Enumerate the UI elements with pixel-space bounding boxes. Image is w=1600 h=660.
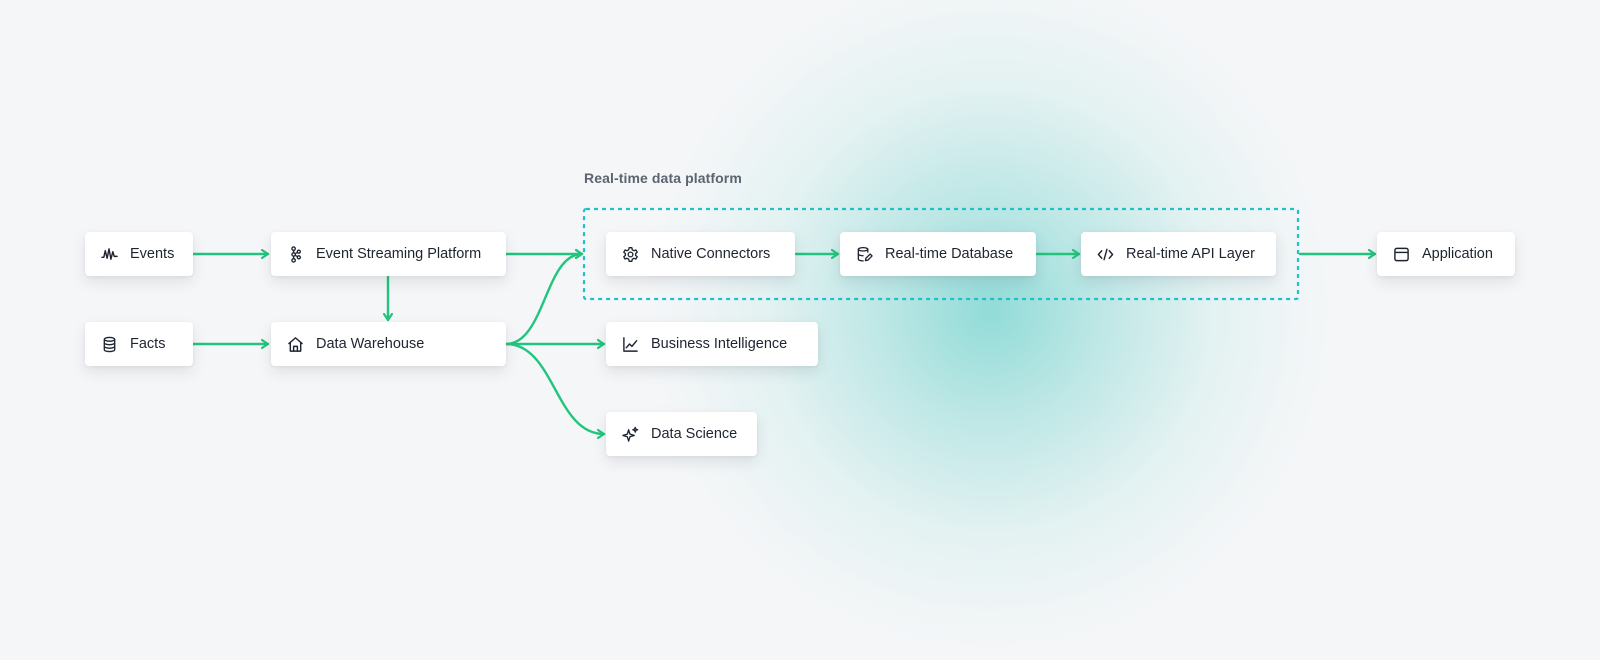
database-icon [101,336,118,353]
node-native-connectors[interactable]: Native Connectors [606,232,795,276]
realtime-platform-box [582,207,1300,301]
node-application[interactable]: Application [1377,232,1515,276]
node-facts[interactable]: Facts [85,322,193,366]
node-label: Real-time API Layer [1126,246,1255,262]
node-data-science[interactable]: Data Science [606,412,757,456]
node-label: Native Connectors [651,246,771,262]
waveform-icon [101,246,118,263]
platform-title: Real-time data platform [584,170,742,186]
window-icon [1393,246,1410,263]
code-icon [1097,246,1114,263]
node-label: Data Warehouse [316,336,425,352]
node-business-intelligence[interactable]: Business Intelligence [606,322,818,366]
diagram-edges [191,207,1377,627]
node-label: Data Science [651,426,738,442]
node-label: Events [130,246,175,262]
node-event-streaming-platform[interactable]: Event Streaming Platform [271,232,506,276]
node-label: Business Intelligence [651,336,788,352]
house-icon [287,336,304,353]
gear-icon [622,246,639,263]
edge-warehouse-to-ds [504,342,606,434]
sparkles-icon [622,426,639,443]
node-realtime-database[interactable]: Real-time Database [840,232,1036,276]
edge-warehouse-to-platform [504,254,584,346]
streaming-nodes-icon [287,245,304,263]
node-label: Application [1422,246,1493,262]
node-realtime-api-layer[interactable]: Real-time API Layer [1081,232,1276,276]
node-label: Facts [130,336,166,352]
node-events[interactable]: Events [85,232,193,276]
line-chart-icon [622,336,639,353]
database-edit-icon [856,246,873,263]
node-label: Event Streaming Platform [316,246,482,262]
node-data-warehouse[interactable]: Data Warehouse [271,322,506,366]
node-label: Real-time Database [885,246,1014,262]
